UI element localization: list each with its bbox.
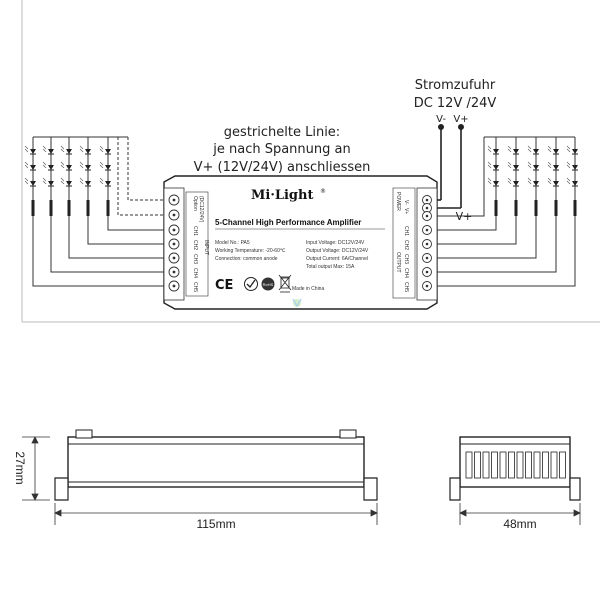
made-in-china: Made in China <box>292 286 324 292</box>
power-wires <box>437 124 464 209</box>
dashed-line-note: gestrichelte Linie: je nach Spannung an … <box>194 125 371 175</box>
input-channel-label: CH1 <box>192 226 198 236</box>
rohs-text: RoHS <box>263 282 274 287</box>
output-led-strip-3 <box>527 137 539 218</box>
terminal-pin <box>482 451 490 479</box>
output-channel-label: CH3 <box>403 254 409 264</box>
option-voltage-label: (DC12/24V) <box>198 196 204 223</box>
terminal-pin <box>508 451 515 479</box>
output-channel-label: CH5 <box>403 282 409 292</box>
dimension-width: 48mm <box>503 517 536 531</box>
power-note-line-1: Stromzufuhr <box>415 78 496 93</box>
input-header: INPUT <box>203 240 209 255</box>
input-led-strip-3 <box>60 137 72 218</box>
v-minus-label: V- <box>436 114 446 125</box>
power-header: POWER <box>395 192 401 211</box>
note-line-1: gestrichelte Linie: <box>224 125 340 140</box>
input-channel-label: CH4 <box>192 268 198 278</box>
terminal-pin <box>525 451 532 479</box>
spec-connection: Connection: common anode <box>215 256 278 262</box>
ce-mark: CE <box>215 278 233 293</box>
output-led-strips <box>487 137 578 218</box>
output-led-strip-4 <box>547 137 559 218</box>
output-led-strip-5 <box>566 137 578 218</box>
output-channel-label: CH1 <box>403 226 409 236</box>
terminal-pin <box>516 451 524 479</box>
output-channel-label: CH4 <box>403 268 409 278</box>
rohs-icon <box>261 277 275 291</box>
terminal-pin <box>550 451 558 479</box>
power-terminal-vminus: V- <box>403 200 409 205</box>
terminal-pin <box>491 451 498 479</box>
power-note-line-2: DC 12V /24V <box>414 96 497 111</box>
device-title: 5-Channel High Performance Amplifier <box>215 218 361 227</box>
terminal-pin <box>542 451 549 479</box>
spec-total-output: Total output Max: 15A <box>306 264 355 270</box>
note-line-3: V+ (12V/24V) anschliessen <box>194 160 371 175</box>
watermark-logo <box>292 298 302 308</box>
side-view-length <box>54 429 378 501</box>
input-led-strip-1 <box>24 137 36 218</box>
v-plus-label: V+ <box>453 114 468 125</box>
output-led-strip-1 <box>487 137 499 218</box>
input-led-strip-4 <box>79 137 91 218</box>
input-wires <box>32 136 164 287</box>
brand-logo: Mi·Light <box>251 188 313 203</box>
note-line-2: je nach Spannung an <box>212 142 350 157</box>
output-header: OUTPUT <box>395 252 401 273</box>
input-led-strip-5 <box>99 137 111 218</box>
input-led-strip-2 <box>42 137 54 218</box>
weee-bin-icon <box>278 274 292 293</box>
spec-input-voltage: Input Voltage: DC12V/24V <box>306 240 365 246</box>
input-label-box <box>185 191 209 297</box>
power-supply-note: Stromzufuhr DC 12V /24V V- V+ V+ <box>414 78 497 223</box>
output-wires <box>437 136 576 287</box>
input-channel-label: CH5 <box>192 282 198 292</box>
terminal-pin <box>559 451 566 479</box>
dimension-height: 27mm <box>13 451 27 484</box>
terminal-pin <box>474 451 481 479</box>
spec-temperature: Working Temperature: -20-60℃ <box>215 248 286 254</box>
input-channel-label: CH3 <box>192 254 198 264</box>
terminal-pin <box>465 451 473 479</box>
terminal-pin <box>533 451 541 479</box>
output-channel-label: CH2 <box>403 240 409 250</box>
input-channel-label: CH2 <box>192 240 198 250</box>
dimension-lines <box>22 436 581 525</box>
power-terminal-vplus: V+ <box>403 208 409 214</box>
registered-mark: ® <box>320 188 326 195</box>
output-led-strip-2 <box>507 137 519 218</box>
spec-model: Model No.: PA5 <box>215 240 250 246</box>
option-label: Option <box>192 196 198 211</box>
amplifier-device: Mi·Light ® 5-Channel High Performance Am… <box>163 175 438 310</box>
input-led-strips <box>24 137 111 218</box>
spec-output-current: Output Current: 6A/Channel <box>306 256 368 262</box>
output-label-box <box>392 187 416 299</box>
check-mark-icon <box>244 277 258 291</box>
side-view-width <box>449 436 581 501</box>
terminal-pin <box>499 451 507 479</box>
spec-output-voltage: Output Voltage: DC12V/24V <box>306 248 369 254</box>
dimension-length: 115mm <box>196 517 235 531</box>
